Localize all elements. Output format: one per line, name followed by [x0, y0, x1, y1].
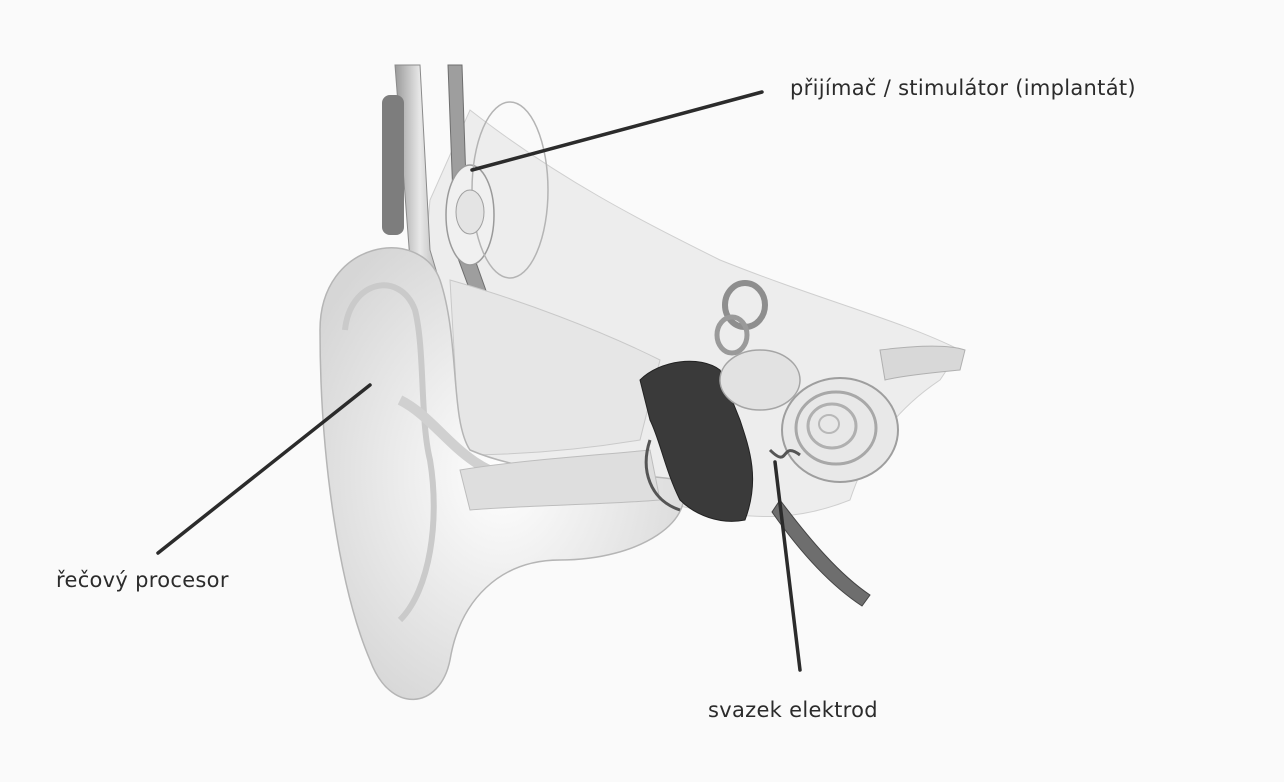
label-electrode-array: svazek elektrod	[708, 698, 878, 722]
label-receiver-stimulator: přijímač / stimulátor (implantát)	[790, 76, 1136, 100]
vestibule-shape	[720, 350, 800, 410]
implant-magnet-shape	[456, 190, 484, 234]
label-speech-processor: řečový procesor	[56, 568, 229, 592]
leader-line-receiver	[472, 92, 762, 170]
skin-strip	[382, 95, 404, 235]
